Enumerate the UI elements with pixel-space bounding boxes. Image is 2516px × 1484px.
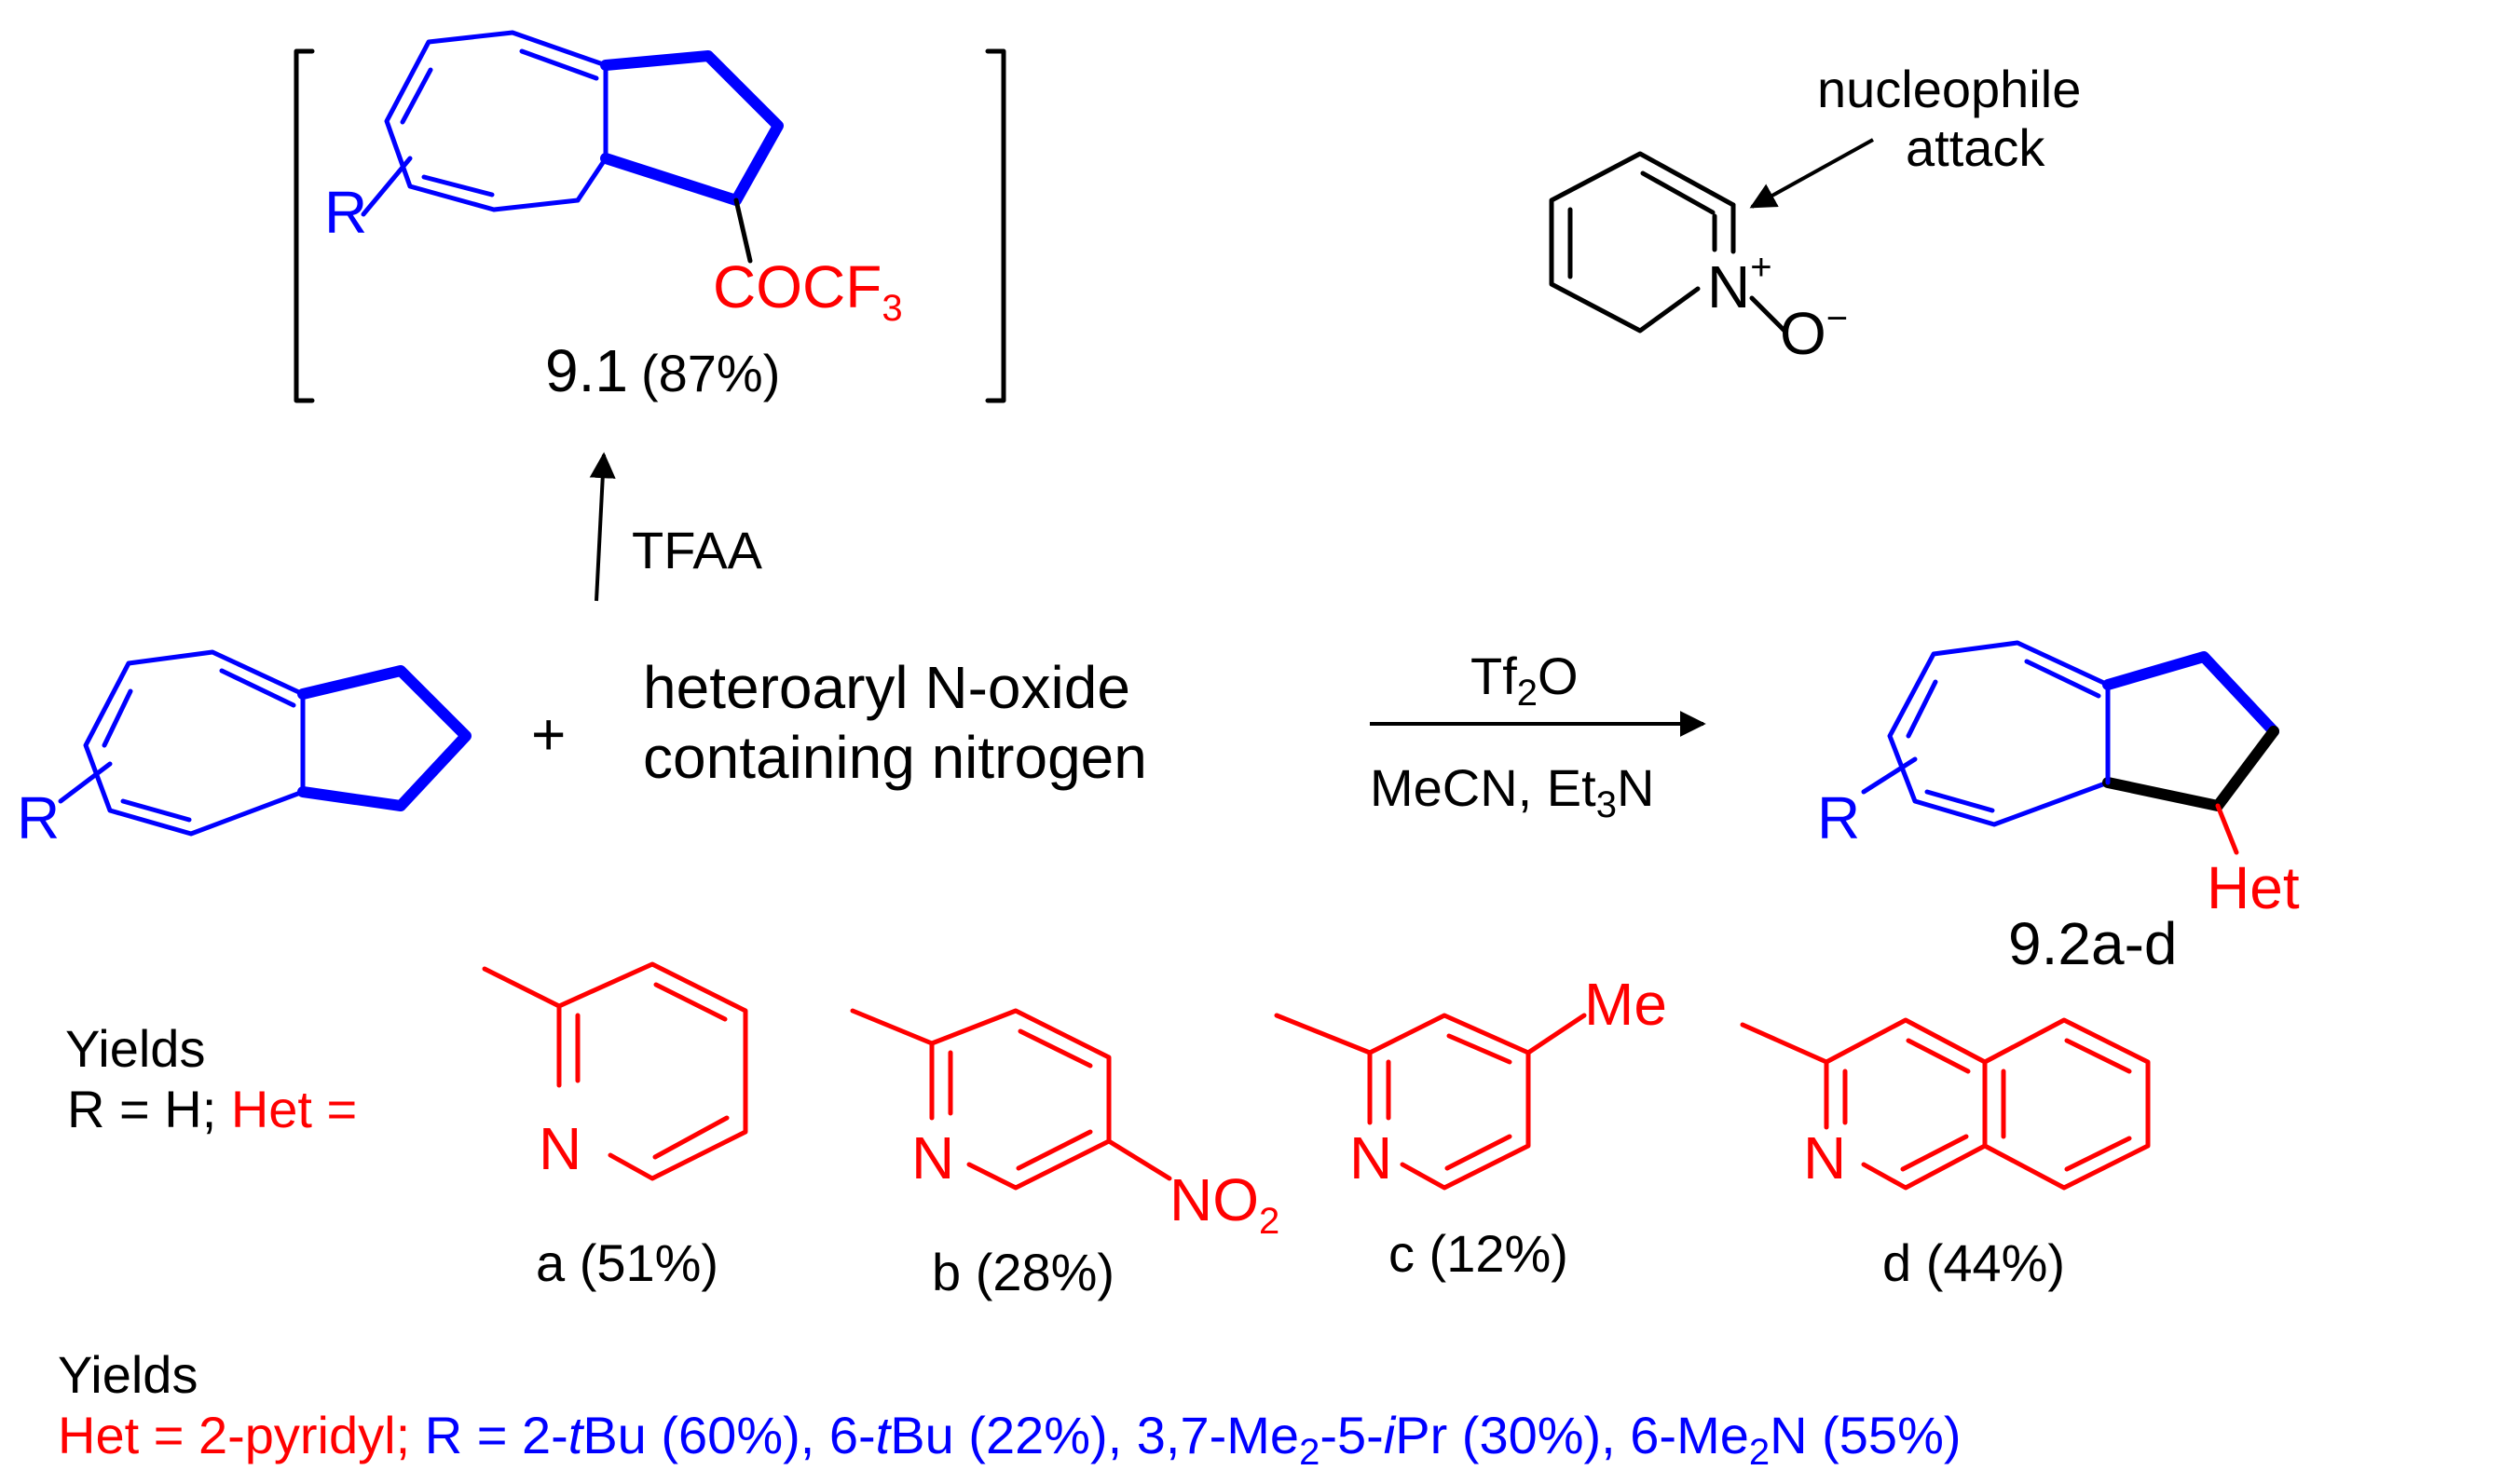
r-bond xyxy=(58,761,113,804)
azulene-inner-bonds xyxy=(575,62,608,203)
ring xyxy=(1367,1013,1531,1191)
methyl-bond xyxy=(1274,1013,1373,1055)
pyridine-ring xyxy=(1549,151,1736,334)
o-minus: O− xyxy=(1780,298,1848,367)
het-group: Het xyxy=(2207,854,2300,921)
left-bracket xyxy=(294,48,315,403)
azulene-five-ring-blue xyxy=(2102,651,2279,737)
methyl-bond xyxy=(1740,1022,1829,1065)
tfaa-step: TFAA xyxy=(589,452,763,602)
azulene-five-ring xyxy=(600,50,784,206)
attack-label: attack xyxy=(1906,118,2045,177)
up-arrow xyxy=(589,452,616,602)
me-bond xyxy=(1525,1013,1587,1055)
azulene-seven-ring xyxy=(1887,640,2111,827)
yields-title: Yields xyxy=(65,1019,205,1078)
nitro-group: NO2 xyxy=(1169,1166,1279,1242)
intermediate-9-1: R COCF3 9.1(87%) xyxy=(294,30,1006,404)
het-d-structure: N d (44%) xyxy=(1740,1017,2151,1292)
azulene-double-bonds xyxy=(1906,659,2101,813)
double-bonds xyxy=(1842,1038,2132,1172)
nitro-bond xyxy=(1106,1138,1172,1181)
het-c-structure: N Me c (12%) xyxy=(1274,971,1667,1283)
het-a-structure: N a (51%) xyxy=(482,961,748,1292)
n-plus: N+ xyxy=(1707,247,1772,320)
n-oxide-line-2: containing nitrogen xyxy=(643,724,1147,791)
methyl-bond xyxy=(850,1008,935,1046)
r-bond xyxy=(1861,756,1918,795)
double-bonds xyxy=(1386,1033,1512,1171)
right-ring xyxy=(1982,1017,2151,1191)
bond-to-acyl xyxy=(733,197,753,264)
nitrogen: N xyxy=(911,1124,954,1191)
nitrogen: N xyxy=(539,1115,581,1182)
bottom-yields-line: Het = 2-pyridyl; R = 2-tBu (60%), 6-tBu … xyxy=(58,1406,1962,1473)
reactant-azulene: R xyxy=(17,649,472,851)
n-o-bond xyxy=(1749,295,1787,334)
nucleophile-label: nucleophile xyxy=(1817,60,2081,118)
tfaa-label: TFAA xyxy=(632,521,763,579)
condition-below: MeCN, Et3N xyxy=(1370,758,1654,825)
nitrogen: N xyxy=(1803,1124,1846,1191)
label: d (44%) xyxy=(1882,1233,2065,1292)
ring xyxy=(929,1008,1112,1191)
azulene-double-bonds xyxy=(102,668,296,823)
label: a (51%) xyxy=(536,1233,718,1292)
azulene-seven-ring xyxy=(83,649,306,837)
methyl-bond xyxy=(482,966,562,1009)
acyl-group: COCF3 xyxy=(713,253,903,329)
compound-label: 9.1(87%) xyxy=(545,337,780,404)
het-bond xyxy=(2215,803,2239,855)
main-step: Tf2O MeCN, Et3N xyxy=(1370,647,1706,825)
label: b (28%) xyxy=(932,1243,1114,1301)
r-group: R xyxy=(1817,784,1860,851)
right-bracket xyxy=(985,48,1006,403)
label: c (12%) xyxy=(1388,1224,1568,1283)
plus-sign: + xyxy=(531,701,566,768)
condition-above: Tf2O xyxy=(1470,647,1579,714)
azulene-five-ring xyxy=(297,665,472,811)
left-ring xyxy=(1824,1017,1988,1191)
pyridine-double-bonds xyxy=(1567,170,1717,279)
product-azulene: R Het 9.2a-d xyxy=(1817,640,2300,977)
ring xyxy=(556,961,748,1181)
me-group: Me xyxy=(1584,971,1667,1038)
n-oxide-line-1: heteroaryl N-oxide xyxy=(643,654,1130,721)
het-b-structure: N NO2 b (28%) xyxy=(850,1008,1279,1301)
azulene-five-ring-black xyxy=(2102,726,2279,811)
azulene-double-bonds xyxy=(400,48,599,197)
nitrogen: N xyxy=(1349,1124,1392,1191)
r-group: R xyxy=(17,784,60,851)
double-bonds xyxy=(575,982,730,1160)
attack-arrow xyxy=(1749,138,1874,209)
product-label: 9.2a-d xyxy=(2008,910,2177,977)
pyridine-n-oxide: nucleophile attack N+ O− xyxy=(1549,60,2081,367)
het-definition: R = H; Het = xyxy=(67,1080,357,1138)
azulene-seven-ring xyxy=(384,30,608,212)
r-group: R xyxy=(324,179,367,246)
double-bonds xyxy=(948,1028,1093,1171)
bottom-yields-title: Yields xyxy=(58,1345,198,1404)
r-bond xyxy=(361,156,413,217)
